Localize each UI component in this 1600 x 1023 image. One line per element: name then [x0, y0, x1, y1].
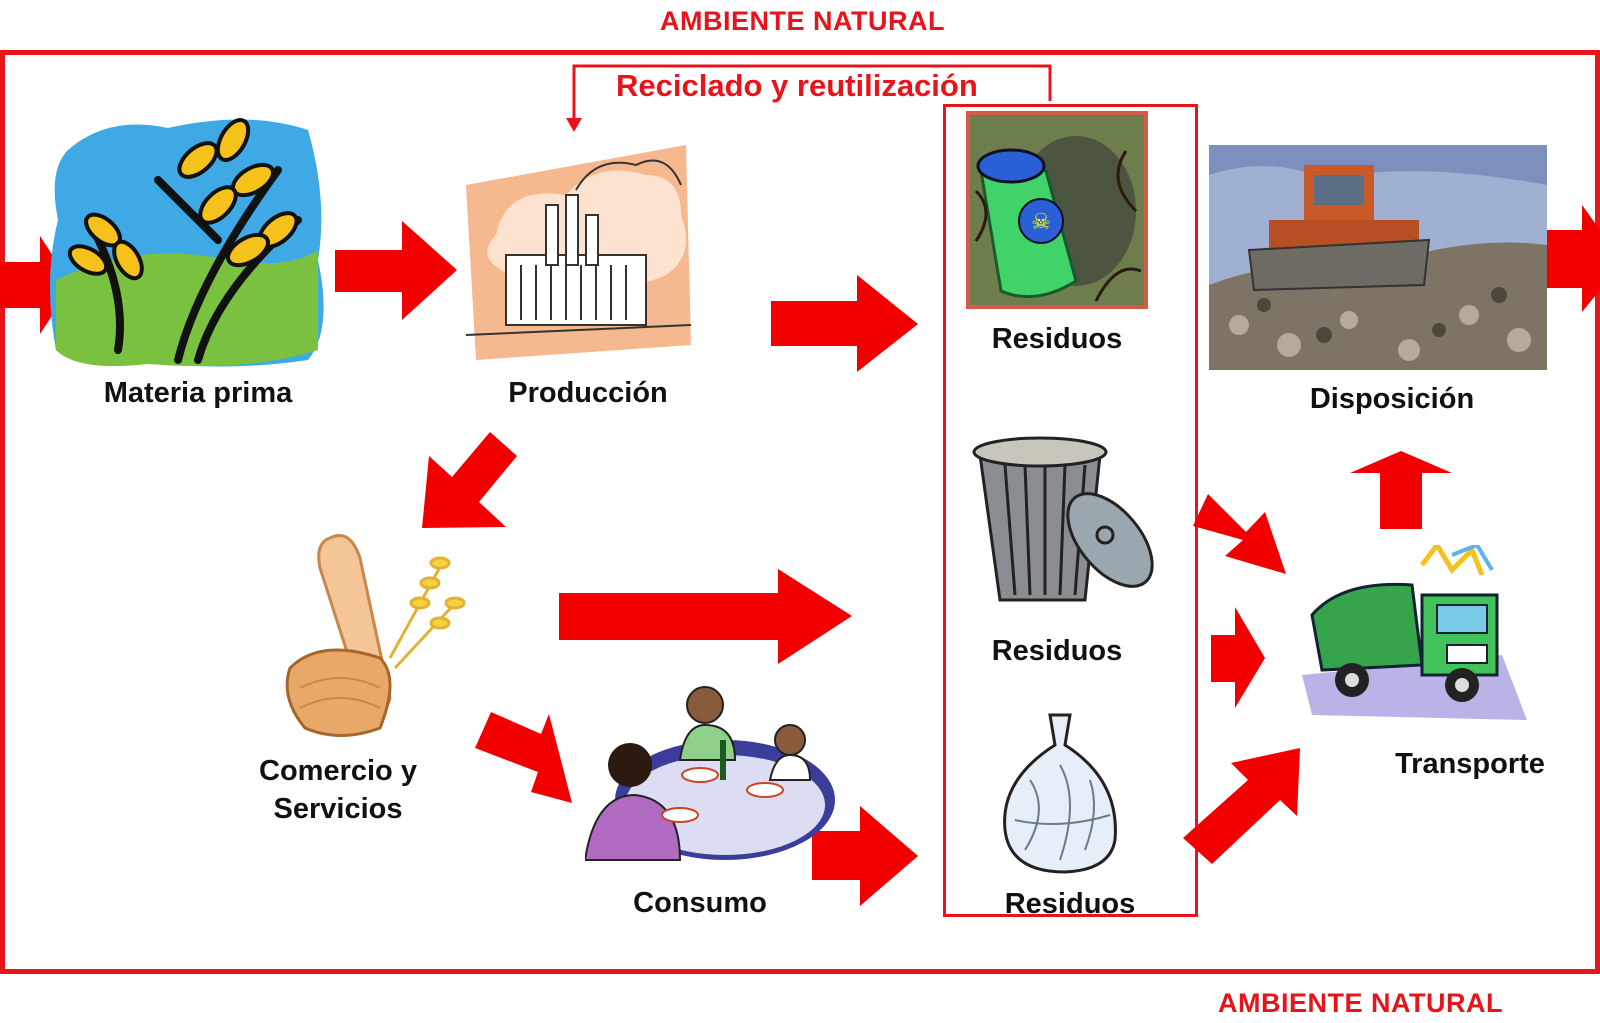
label-waste-toxic: Residuos: [991, 323, 1123, 355]
toxic-barrel-icon: ☠: [966, 111, 1148, 309]
arrow-production-to-waste: [771, 275, 918, 372]
label-raw-material: Materia prima: [103, 377, 293, 409]
svg-text:☠: ☠: [1031, 210, 1051, 235]
environment-bottom-label: AMBIENTE NATURAL: [1218, 988, 1503, 1018]
waste-group-box: [943, 104, 1198, 917]
trash-can-icon: [972, 436, 1154, 602]
arrow-waste-middle-to-transport: [1211, 607, 1265, 708]
dining-people-icon: [585, 686, 835, 861]
recycling-feedback-line: [572, 64, 1052, 124]
arrow-waste-can-to-transport: [1193, 494, 1286, 574]
garbage-bag-icon: [1003, 713, 1117, 874]
arrow-commerce-to-waste: [559, 569, 852, 664]
landfill-bulldozer-icon: [1209, 145, 1547, 370]
label-commerce-line1: Comercio y: [259, 755, 417, 787]
arrow-production-to-commerce: [422, 432, 517, 528]
label-production: Producción: [508, 377, 668, 409]
label-waste-bag: Residuos: [1004, 888, 1136, 920]
label-disposal: Disposición: [1309, 383, 1475, 415]
label-commerce: Comercio y Servicios: [228, 752, 448, 829]
arrow-exit: [1545, 205, 1600, 312]
label-transport: Transporte: [1395, 748, 1545, 780]
factory-icon: [466, 145, 692, 360]
recycling-arrowhead: [566, 118, 582, 132]
arrow-transport-to-disposal: [1350, 451, 1452, 529]
arrow-commerce-to-consumption: [475, 712, 572, 803]
bread-icon: [285, 534, 466, 737]
label-consumption: Consumo: [633, 887, 767, 919]
garbage-truck-icon: [1302, 545, 1527, 720]
arrow-consumption-to-waste: [812, 806, 918, 906]
arrow-waste-bag-to-transport: [1183, 748, 1300, 864]
label-waste-can: Residuos: [991, 635, 1123, 667]
environment-top-label: AMBIENTE NATURAL: [660, 6, 945, 36]
arrow-raw-to-production: [335, 221, 457, 320]
label-commerce-line2: Servicios: [273, 793, 403, 826]
natural-environment-frame: [0, 50, 1600, 974]
wheat-icon: [49, 118, 324, 367]
recycling-label: Reciclado y reutilización: [616, 68, 978, 103]
